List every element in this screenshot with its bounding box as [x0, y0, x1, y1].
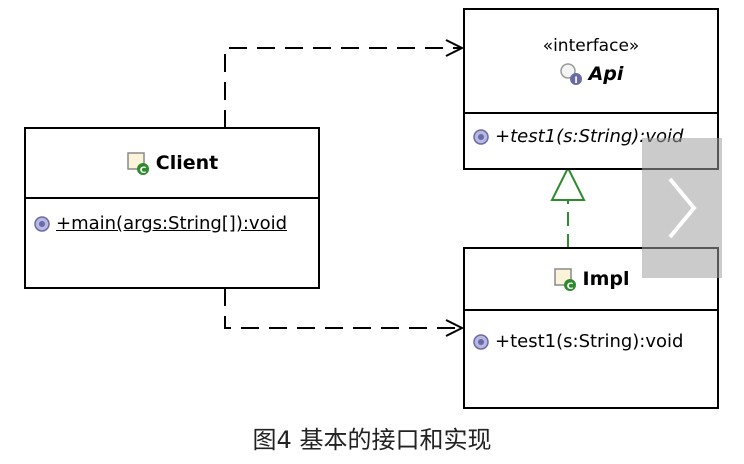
operation-icon [34, 215, 50, 232]
operation-row[interactable]: +test1(s:String):void [465, 331, 717, 352]
dependency-client-to-api [224, 39, 465, 128]
class-operations: +test1(s:String):void [465, 311, 717, 352]
interface-icon: I [559, 63, 582, 86]
class-title-row: C Impl [553, 267, 630, 291]
class-name: Impl [582, 268, 630, 290]
class-box-impl[interactable]: C Impl +test1(s:String):void [463, 247, 719, 409]
interface-name: Api [588, 63, 624, 85]
chevron-right-icon [668, 177, 697, 239]
interface-box-header: «interface» I Api [465, 10, 717, 114]
class-icon: C [127, 152, 149, 175]
svg-text:C: C [566, 282, 573, 291]
class-icon: C [553, 268, 576, 291]
operation-signature: +test1(s:String):void [495, 126, 684, 147]
figure-caption: 图4 基本的接口和实现 [252, 426, 492, 454]
interface-title-row: I Api [559, 62, 624, 86]
class-name: Client [155, 152, 219, 174]
svg-text:C: C [139, 166, 146, 175]
class-box-header: C Impl [465, 249, 717, 311]
operation-signature: +main(args:String[]):void [56, 213, 288, 234]
realization-impl-to-api [550, 165, 586, 248]
interface-operations: +test1(s:String):void [465, 114, 717, 147]
svg-text:I: I [574, 76, 577, 86]
next-button[interactable] [642, 138, 722, 278]
interface-stereotype: «interface» [542, 36, 640, 56]
class-operations: +main(args:String[]):void [26, 199, 318, 234]
operation-icon [473, 128, 489, 145]
operation-row[interactable]: +main(args:String[]):void [26, 213, 318, 234]
operation-row[interactable]: +test1(s:String):void [465, 126, 717, 147]
dependency-client-to-impl [224, 288, 465, 337]
operation-signature: +test1(s:String):void [495, 331, 684, 352]
class-box-header: C Client [26, 129, 318, 199]
class-box-client[interactable]: C Client +main(args:String[]):void [24, 127, 320, 289]
class-title-row: C Client [126, 151, 218, 175]
operation-icon [473, 333, 489, 350]
